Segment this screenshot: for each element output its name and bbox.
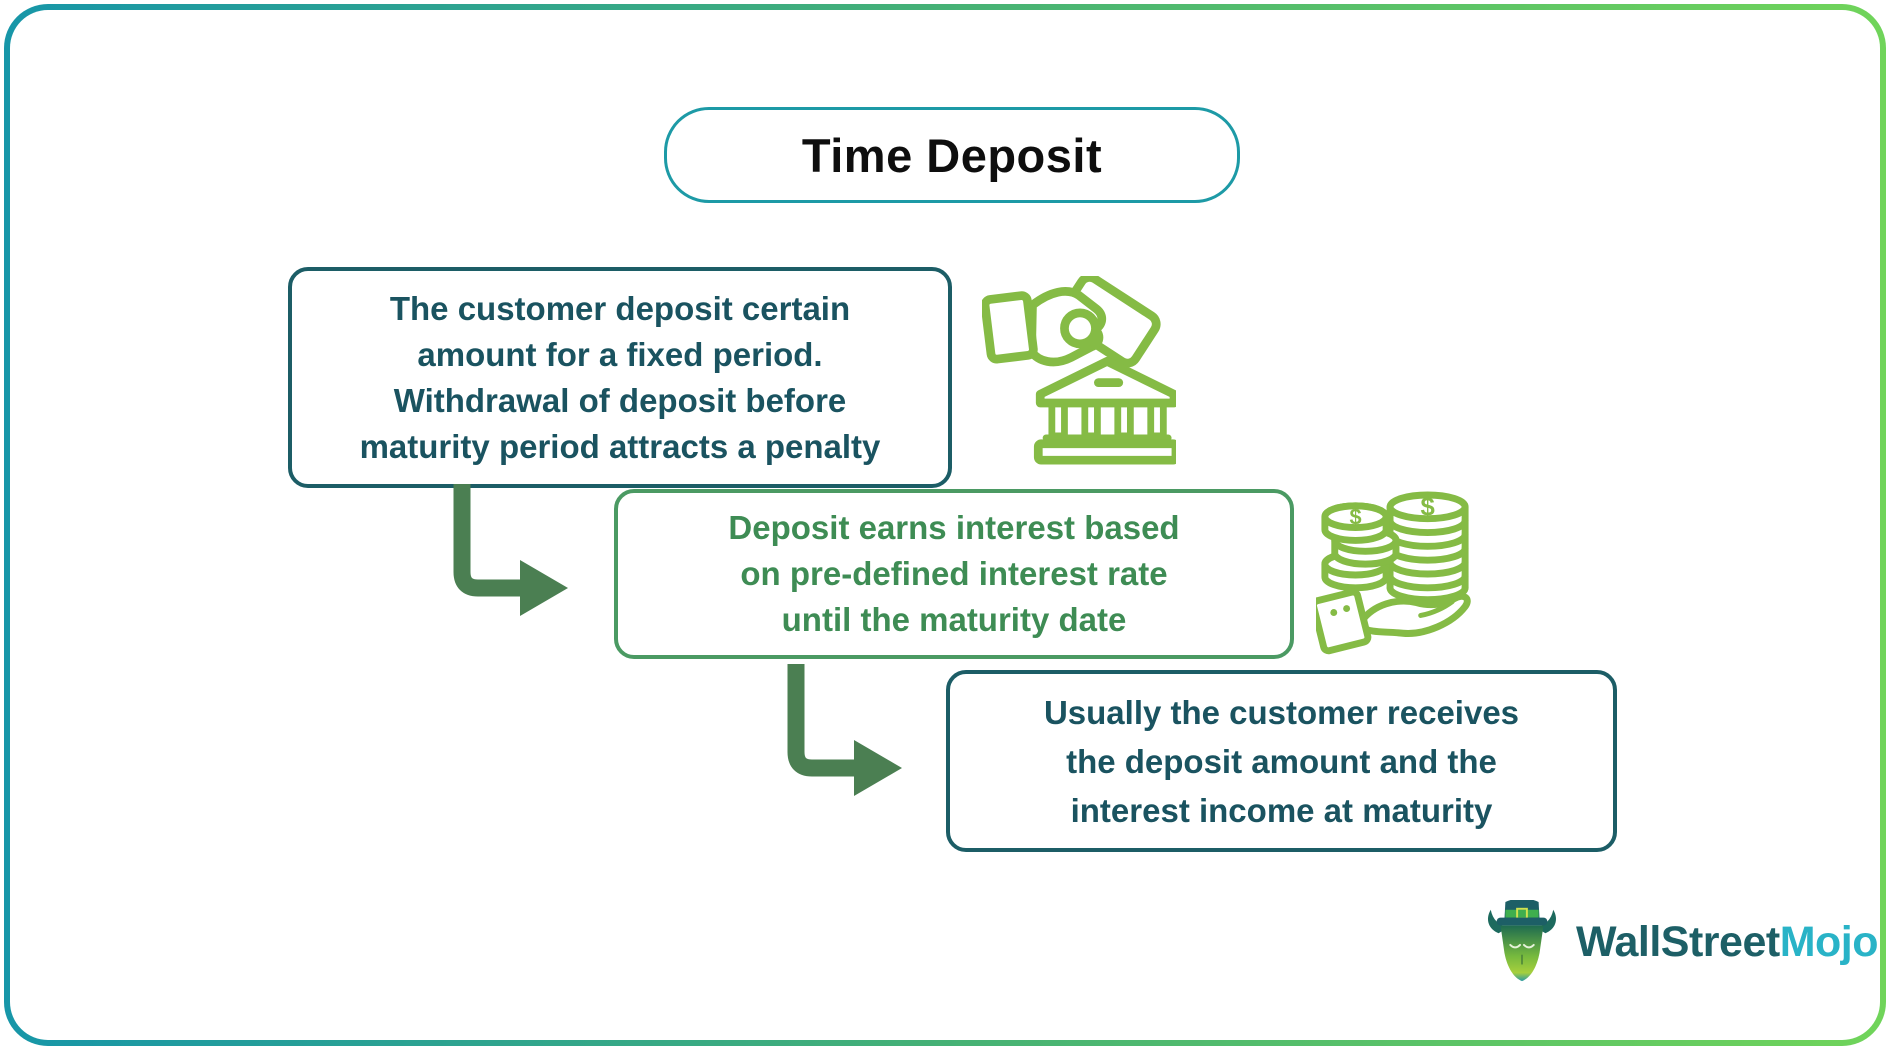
elbow-arrow-icon <box>453 484 568 616</box>
page-title: Time Deposit <box>801 128 1103 182</box>
step-2-line: on pre-defined interest rate <box>740 555 1168 592</box>
step-1-line: amount for a fixed period. <box>417 335 823 373</box>
coin-stacks-over-open-hand-icon: $ $ <box>1316 491 1471 655</box>
brand-name-secondary: Mojo <box>1779 917 1879 966</box>
step-2-line: until the maturity date <box>781 601 1127 638</box>
step-3-line: Usually the customer receives <box>1043 693 1520 731</box>
dollar-sign: $ <box>1420 494 1434 522</box>
step-3-line: interest income at maturity <box>1070 791 1493 829</box>
elbow-arrow-icon <box>787 664 902 796</box>
brand-logo: WallStreetMojo <box>1482 900 1879 984</box>
step-1-line: Withdrawal of deposit before <box>393 381 847 419</box>
hand-depositing-money-into-bank-icon <box>982 276 1176 465</box>
step-3-line: the deposit amount and the <box>1066 742 1497 780</box>
step-1-line: The customer deposit certain <box>389 289 851 327</box>
step-1-line: maturity period attracts a penalty <box>359 427 881 465</box>
bull-with-top-hat-icon <box>1487 900 1557 982</box>
step-box-2: Deposit earns interest based on pre-defi… <box>614 489 1294 659</box>
brand-name: WallStreetMojo <box>1576 917 1879 967</box>
step-box-3: Usually the customer receives the deposi… <box>946 670 1617 852</box>
step-box-1: The customer deposit certain amount for … <box>288 267 952 488</box>
brand-name-primary: WallStreet <box>1576 917 1780 966</box>
step-2-line: Deposit earns interest based <box>728 509 1180 546</box>
title-pill: Time Deposit <box>664 107 1240 203</box>
dollar-sign: $ <box>1349 505 1361 530</box>
